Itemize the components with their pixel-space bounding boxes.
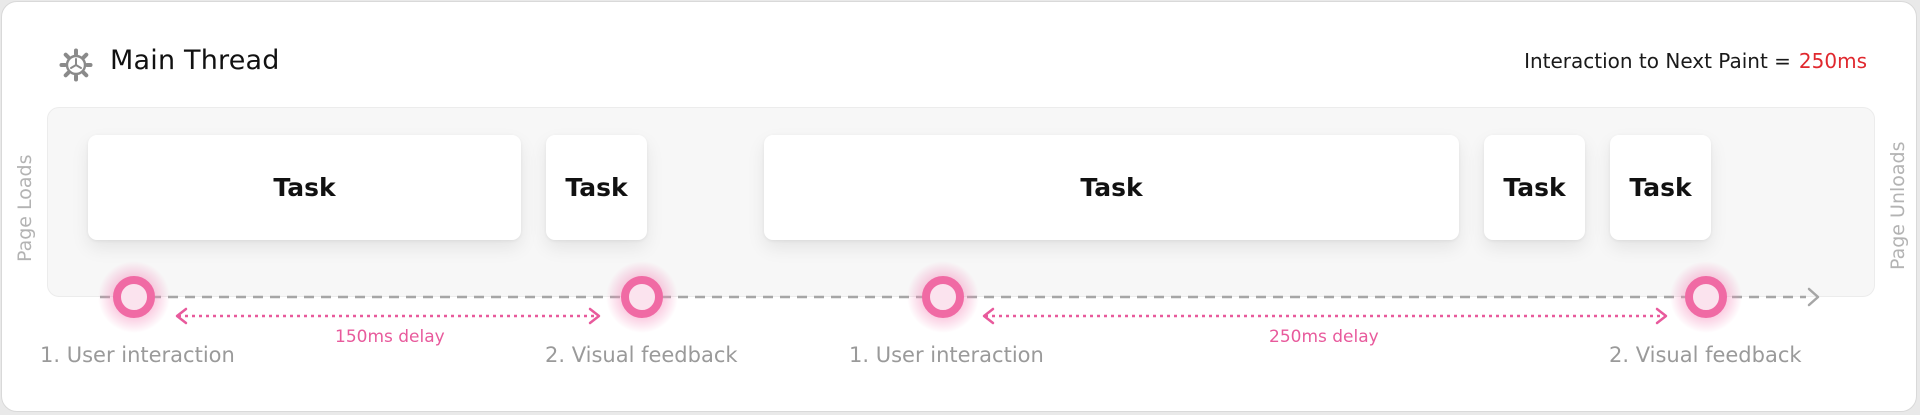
task-block: Task (764, 135, 1459, 240)
delay-arrow (175, 307, 601, 325)
visual-feedback-label: 2. Visual feedback (545, 343, 738, 367)
visual-feedback-marker (606, 261, 678, 333)
task-block: Task (88, 135, 521, 240)
user-interaction-marker (907, 261, 979, 333)
delay-label: 150ms delay (335, 327, 445, 347)
visual-feedback-marker (1670, 261, 1742, 333)
inp-summary: Interaction to Next Paint = 250ms (1524, 49, 1867, 73)
delay-label: 250ms delay (1269, 327, 1379, 347)
user-interaction-marker (98, 261, 170, 333)
task-block: Task (546, 135, 647, 240)
page-title: Main Thread (110, 45, 280, 76)
user-interaction-label: 1. User interaction (849, 343, 1044, 367)
task-block: Task (1610, 135, 1711, 240)
delay-arrow (982, 307, 1668, 325)
user-interaction-label: 1. User interaction (40, 343, 235, 367)
task-block: Task (1484, 135, 1585, 240)
inp-label: Interaction to Next Paint = (1524, 49, 1791, 73)
gear-icon (59, 48, 93, 82)
inp-value: 250ms (1798, 49, 1867, 73)
visual-feedback-label: 2. Visual feedback (1609, 343, 1802, 367)
